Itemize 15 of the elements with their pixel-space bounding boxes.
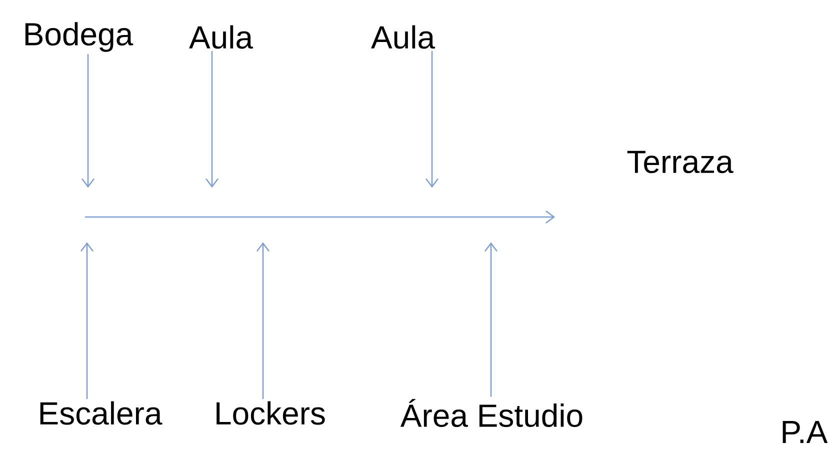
arrow bbox=[484, 242, 498, 397]
place-label: Lockers bbox=[216, 401, 325, 425]
arrow bbox=[81, 54, 95, 188]
area-label: Terraza bbox=[627, 150, 734, 174]
place-label: Área Estudio bbox=[400, 398, 582, 428]
arrow bbox=[80, 242, 94, 400]
place-label: Aula bbox=[189, 25, 254, 49]
place-label: Aula bbox=[371, 25, 436, 49]
main-arrow bbox=[85, 210, 555, 224]
place-label: Bodega bbox=[25, 22, 134, 52]
place-label: Escalera bbox=[40, 401, 162, 425]
arrow bbox=[425, 50, 439, 188]
arrow bbox=[205, 50, 219, 188]
arrow bbox=[256, 242, 270, 400]
area-label: P.A bbox=[782, 421, 828, 443]
